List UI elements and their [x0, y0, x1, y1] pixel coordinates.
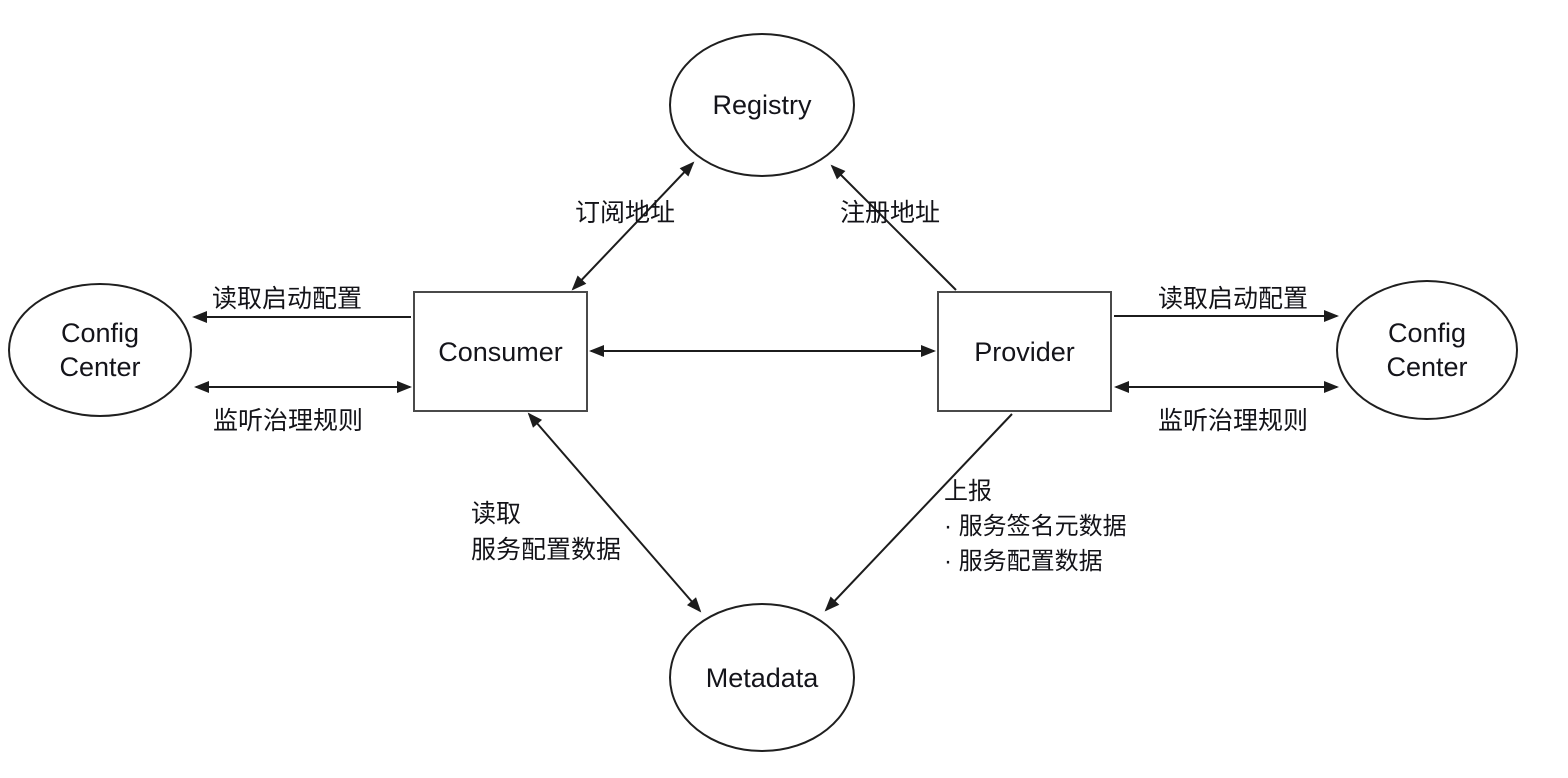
edge-listen-rules-left-label: 监听治理规则	[212, 407, 363, 435]
node-consumer-label: Consumer	[438, 336, 563, 367]
edge-read-service-config-label-line1: 读取	[471, 500, 522, 528]
node-config-center-left-label-line2: Center	[59, 352, 141, 382]
edge-report-metadata-label-line2: · 服务签名元数据	[944, 513, 1127, 540]
edge-read-startup-right-label: 读取启动配置	[1157, 285, 1308, 313]
node-metadata-label: Metadata	[705, 662, 819, 693]
edge-report-metadata-label-line3: · 服务配置数据	[944, 548, 1103, 575]
edge-register-label: 注册地址	[839, 199, 940, 227]
edge-listen-rules-right-label: 监听治理规则	[1157, 407, 1308, 435]
edge-read-service-config-line	[527, 412, 702, 613]
node-config-center-left-label-line1: Config	[60, 318, 140, 348]
edge-subscribe-label: 订阅地址	[574, 199, 675, 227]
node-consumer: Consumer	[413, 291, 588, 412]
node-config-center-right: Config Center	[1336, 280, 1518, 420]
node-provider: Provider	[937, 291, 1112, 412]
edge-subscribe-line	[571, 161, 695, 291]
edge-read-service-config-label: 读取 服务配置数据	[471, 496, 621, 568]
node-provider-label: Provider	[974, 336, 1075, 367]
edge-read-service-config-label-line2: 服务配置数据	[471, 536, 622, 564]
edge-report-metadata-label-line1: 上报	[944, 478, 992, 505]
node-config-center-right-label-line1: Config	[1387, 318, 1467, 348]
edge-report-metadata-line	[824, 413, 1013, 612]
edge-register-line	[830, 164, 957, 291]
node-config-center-left: Config Center	[8, 283, 192, 417]
node-metadata: Metadata	[669, 603, 855, 752]
edge-read-startup-left-label: 读取启动配置	[211, 285, 362, 313]
edge-report-metadata-label: 上报 · 服务签名元数据 · 服务配置数据	[944, 474, 1127, 579]
node-config-center-right-label-line2: Center	[1386, 352, 1468, 382]
node-registry-label: Registry	[712, 90, 812, 120]
node-registry: Registry	[669, 33, 855, 177]
